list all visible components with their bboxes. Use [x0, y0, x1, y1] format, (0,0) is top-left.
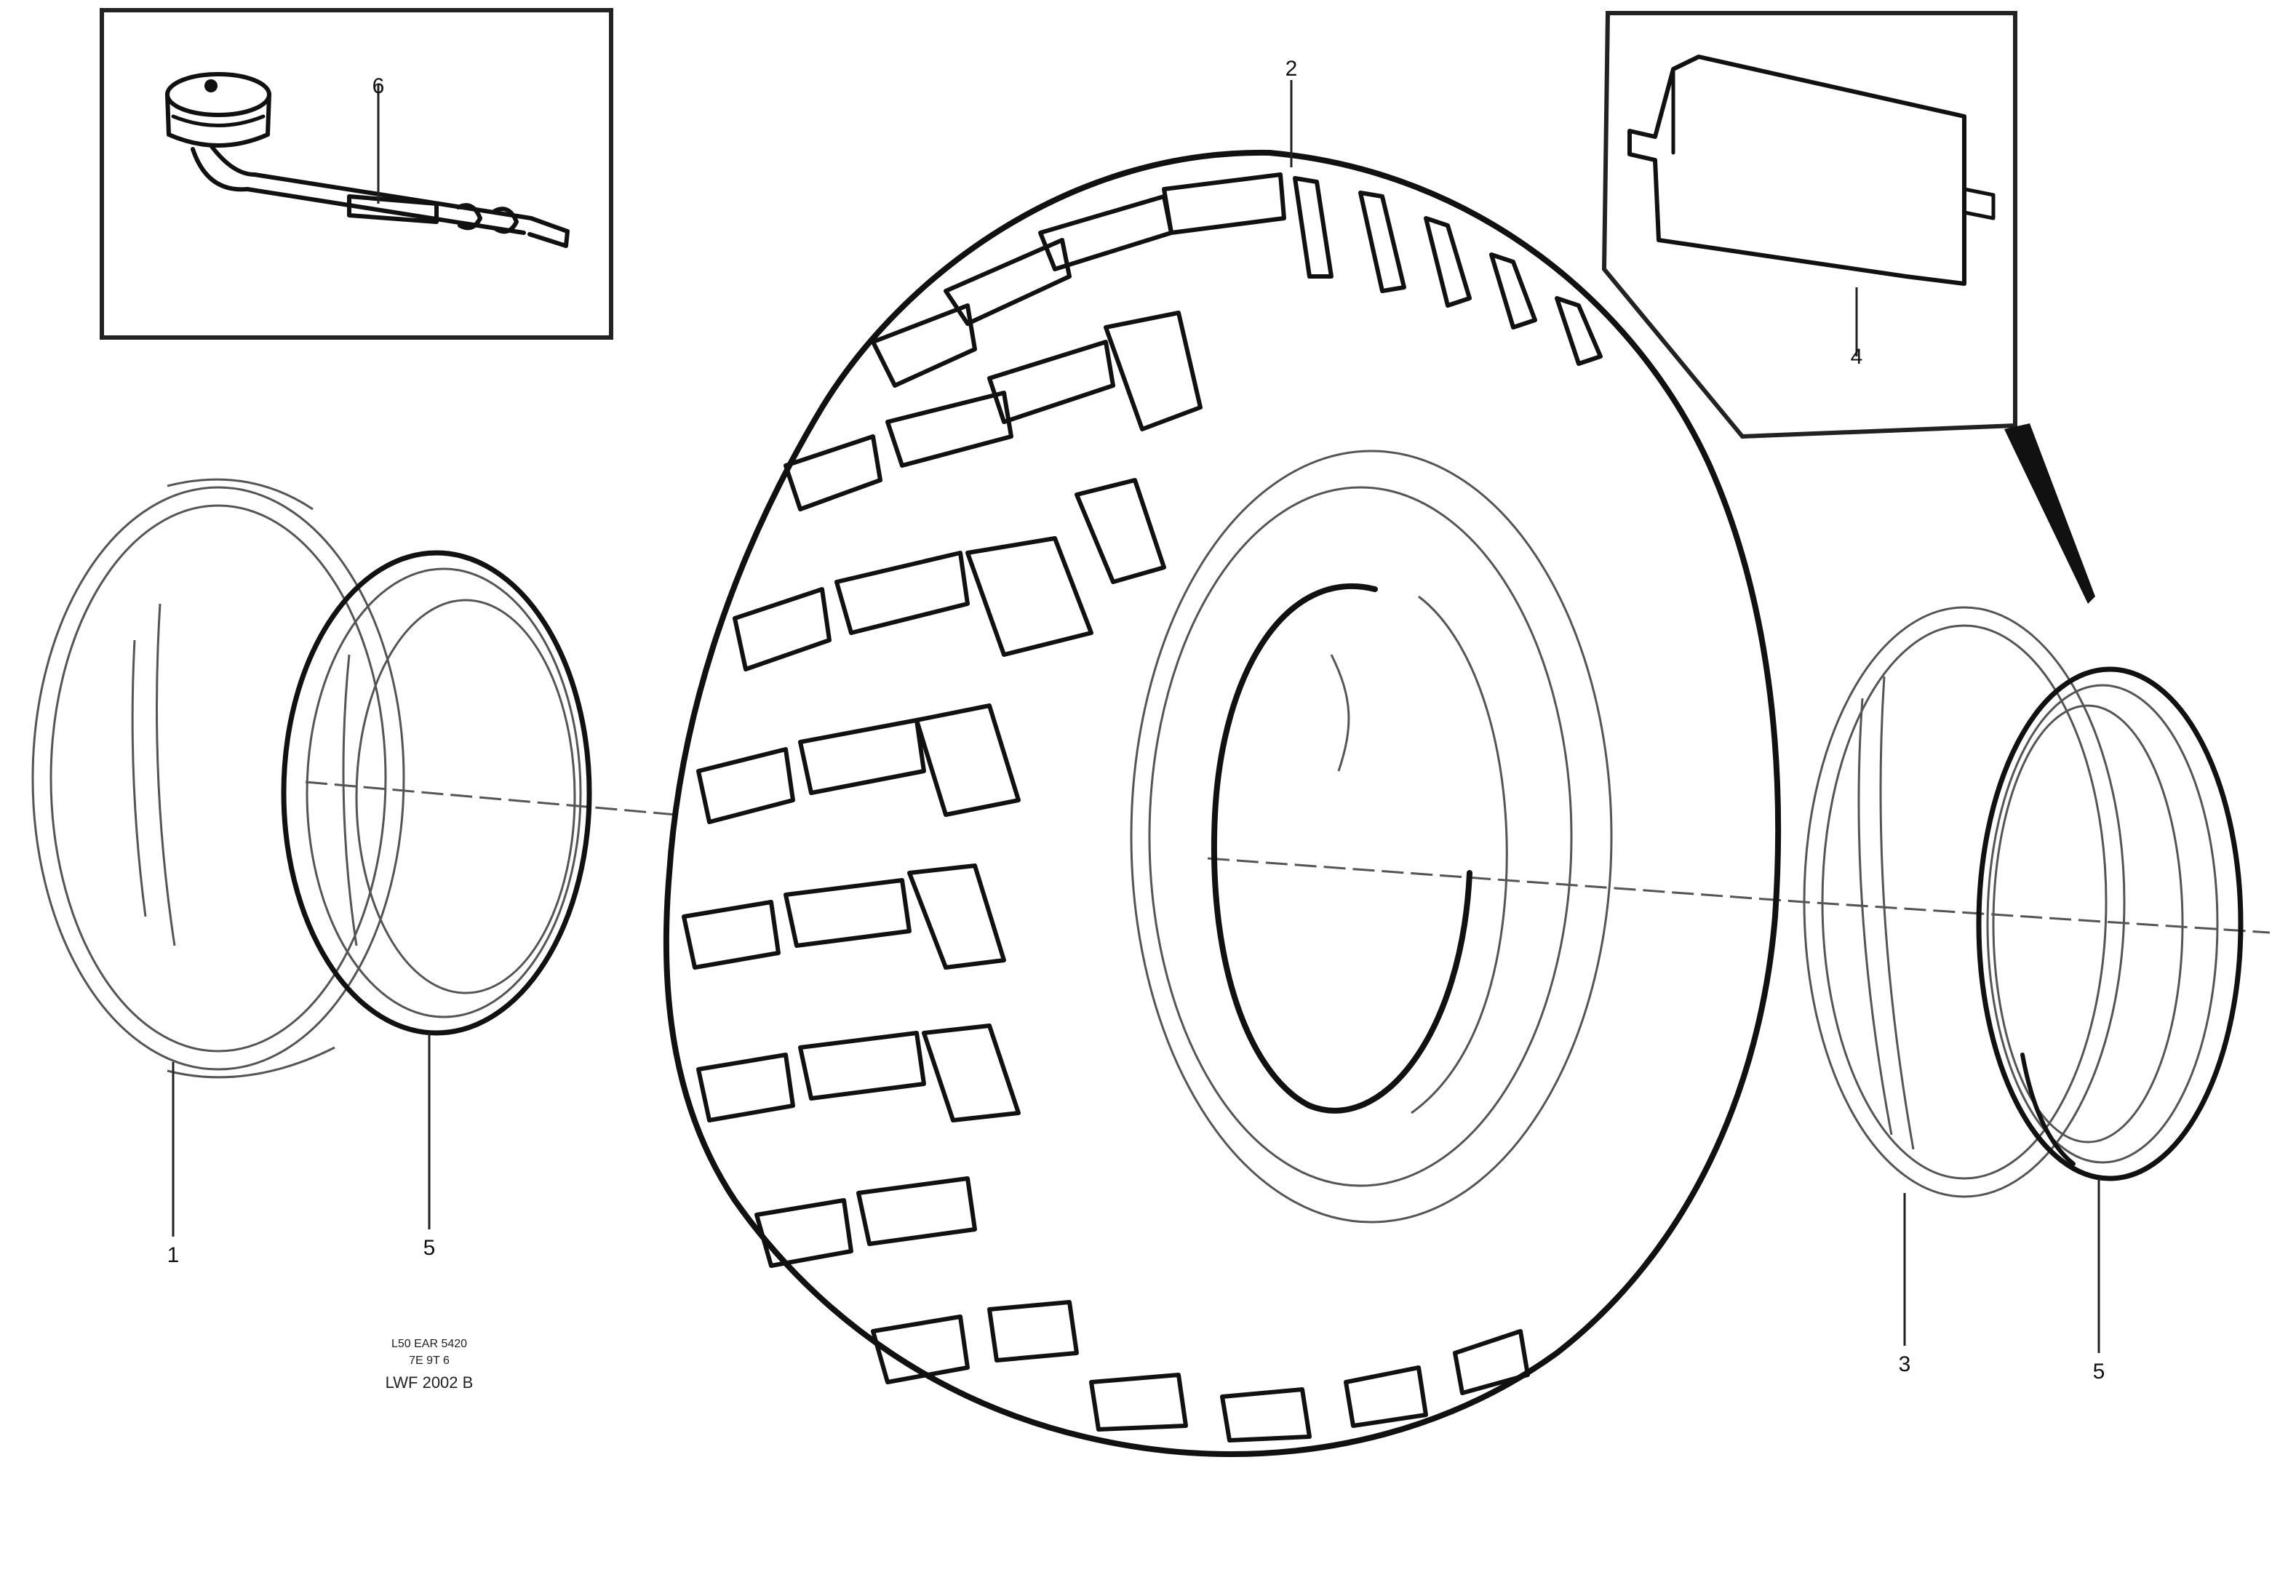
- tyre: 2: [663, 57, 1782, 1457]
- callout-rim-right: 3: [1899, 1352, 1911, 1376]
- callout-rim-left: 1: [167, 1243, 180, 1267]
- label-plate-icon: [1627, 55, 1996, 286]
- label-plate-inset-frame: [1601, 11, 2017, 439]
- tyre-sidewall-inner: [1148, 486, 1573, 1187]
- reference-line-2: 7E 9T 6: [409, 1354, 450, 1367]
- rim-right: [1803, 606, 2126, 1198]
- reference-line-1: L50 EAR 5420: [391, 1338, 467, 1350]
- lock-ring-right: [1976, 666, 2244, 1181]
- label-plate-pointer: [2004, 423, 2095, 604]
- lock-ring-left: [281, 550, 592, 1036]
- tyre-bore: [1211, 583, 1472, 1114]
- reference-line-3: LWF 2002 B: [386, 1373, 474, 1392]
- assembly-axis-line: [305, 781, 2271, 934]
- callout-valve: 6: [372, 74, 385, 98]
- valve-icon: [165, 72, 570, 248]
- tyre-sidewall-outer: [1130, 450, 1613, 1224]
- drawing-reference: L50 EAR 5420 7E 9T 6 LWF 2002 B: [386, 1338, 474, 1392]
- label-plate-inset: 4: [1601, 11, 2095, 604]
- callout-ring-left: 5: [423, 1236, 436, 1260]
- callout-tyre: 2: [1285, 57, 1298, 81]
- callout-label-plate: 4: [1851, 345, 1863, 369]
- valve-inset: 6: [100, 8, 613, 340]
- tyre-tread: [682, 172, 1603, 1443]
- valve-inset-frame: [100, 8, 613, 340]
- tyre-outline: [663, 149, 1782, 1457]
- rim-left: [31, 478, 405, 1079]
- callout-ring-right: 5: [2093, 1360, 2105, 1384]
